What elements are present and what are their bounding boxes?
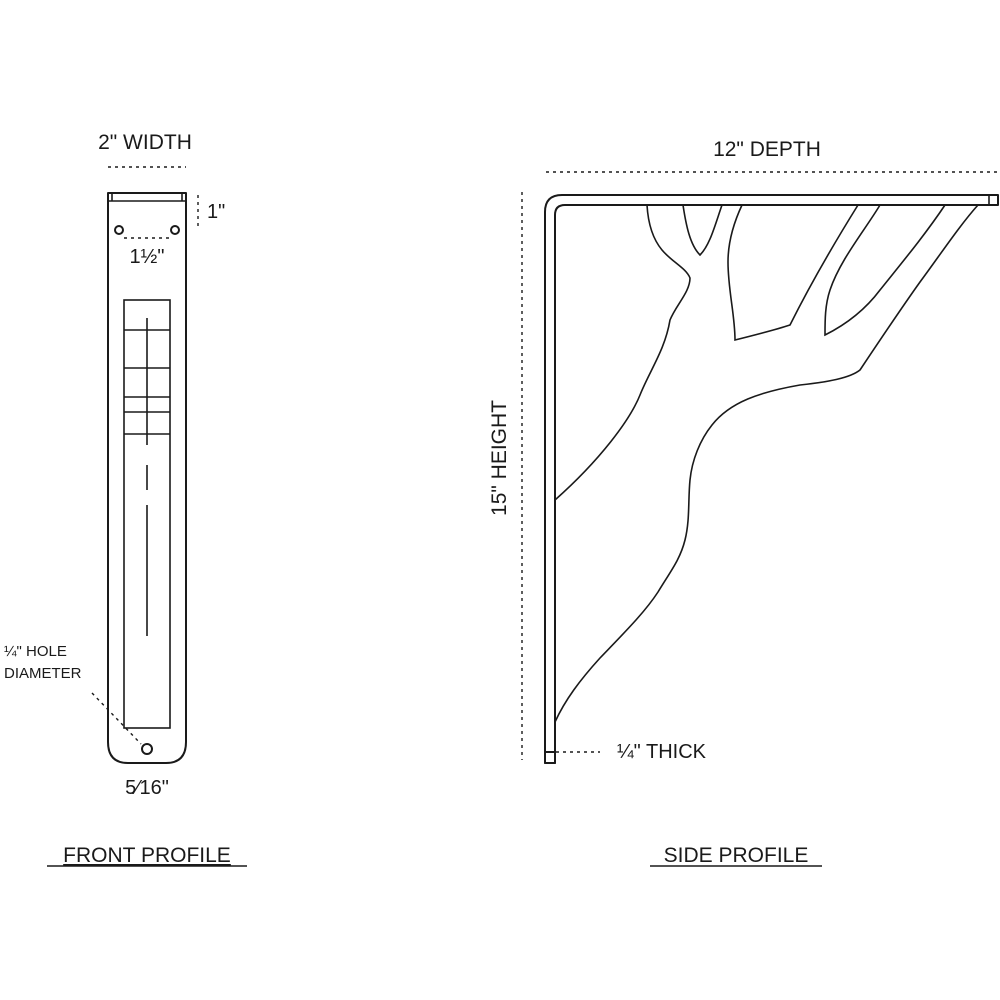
width-label: 2" WIDTH <box>98 131 192 154</box>
top-offset-label: 1" <box>207 201 225 223</box>
hole-spacing-label: 1½" <box>130 246 165 268</box>
front-inner-panel <box>123 299 171 729</box>
depth-label: 12" DEPTH <box>713 138 821 161</box>
tree-branch-2 <box>727 204 859 342</box>
side-profile-view: 12" DEPTH 15" HEIGHT ¼" THICK SIDE PROFI… <box>488 138 999 867</box>
bottom-hole <box>141 743 153 755</box>
side-profile-caption: SIDE PROFILE <box>664 844 809 867</box>
top-hole-right <box>170 225 180 235</box>
front-profile-caption: FRONT PROFILE <box>63 844 231 867</box>
top-hole-left <box>114 225 124 235</box>
tree-trunk-left-edge <box>554 204 691 501</box>
side-bracket-frame <box>544 194 999 764</box>
front-profile-view: 2" WIDTH 1" 1½" ¼" HOLE DIAMETER 5⁄16" F… <box>4 131 247 867</box>
thick-label: ¼" THICK <box>617 741 707 763</box>
height-label: 15" HEIGHT <box>488 400 511 516</box>
tree-branch-3 <box>824 204 946 337</box>
tree-branch-1 <box>682 204 723 257</box>
hole-note-leader <box>91 692 142 745</box>
hole-note-line2: DIAMETER <box>4 665 82 682</box>
hole-note-line1: ¼" HOLE <box>4 643 67 660</box>
side-frame-foot <box>544 751 556 764</box>
bottom-hole-offset-label: 5⁄16" <box>125 777 169 799</box>
tree-trunk-right-edge <box>554 204 979 723</box>
